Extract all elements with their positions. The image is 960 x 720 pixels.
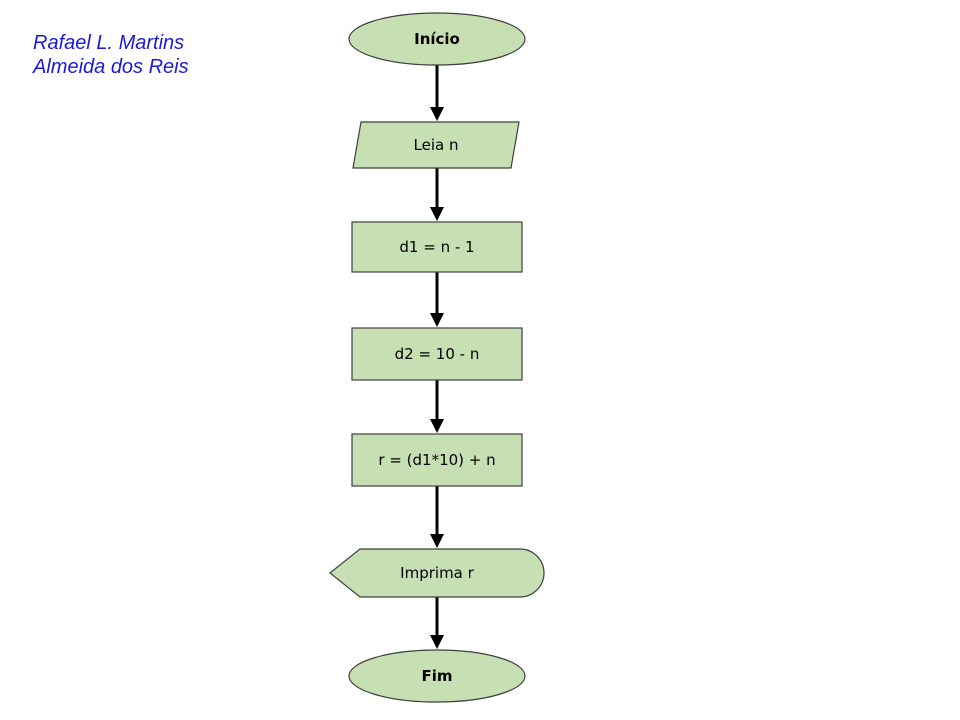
flow-node-inicio: Início xyxy=(348,12,526,66)
flow-node-shape-process xyxy=(351,327,523,381)
flow-node-d2: d2 = 10 - n xyxy=(351,327,523,381)
flow-node-r: r = (d1*10) + n xyxy=(351,433,523,487)
flow-node-fim: Fim xyxy=(348,649,526,703)
flow-arrow-leia-to-d1 xyxy=(430,168,444,221)
flow-arrow-r-to-imprima xyxy=(430,486,444,548)
flow-node-leia: Leia n xyxy=(352,121,520,169)
flow-arrow-d2-to-r xyxy=(430,380,444,433)
flow-arrow-imprima-to-fim xyxy=(430,597,444,649)
flow-node-shape-display xyxy=(329,548,545,598)
flow-node-shape-process xyxy=(351,221,523,273)
author-credit: Rafael L. Martins Almeida dos Reis xyxy=(33,31,189,79)
flow-node-label-leia: Leia n xyxy=(414,136,459,154)
flow-arrow-d1-to-d2 xyxy=(430,272,444,327)
flow-node-label-r: r = (d1*10) + n xyxy=(378,451,495,469)
arrow-head xyxy=(430,313,444,327)
flow-arrow-inicio-to-leia xyxy=(430,65,444,121)
flow-node-label-d2: d2 = 10 - n xyxy=(395,345,480,363)
flow-node-label-d1: d1 = n - 1 xyxy=(399,238,474,256)
flow-node-imprima: Imprima r xyxy=(329,548,545,598)
flow-node-d1: d1 = n - 1 xyxy=(351,221,523,273)
arrow-head xyxy=(430,207,444,221)
author-name-line-1: Rafael L. Martins xyxy=(33,32,185,54)
flow-node-shape-input-parallelogram xyxy=(352,121,520,169)
flow-node-label-inicio: Início xyxy=(414,30,460,48)
flow-node-shape-process xyxy=(351,433,523,487)
author-name-line-2: Almeida dos Reis xyxy=(33,56,189,78)
flowchart-edges xyxy=(430,65,444,649)
arrow-head xyxy=(430,635,444,649)
arrow-head xyxy=(430,419,444,433)
flow-node-label-fim: Fim xyxy=(421,667,452,685)
flow-node-shape-terminator xyxy=(348,12,526,66)
flow-node-label-imprima: Imprima r xyxy=(400,564,474,582)
arrow-head xyxy=(430,107,444,121)
flow-node-shape-terminator xyxy=(348,649,526,703)
arrow-head xyxy=(430,534,444,548)
